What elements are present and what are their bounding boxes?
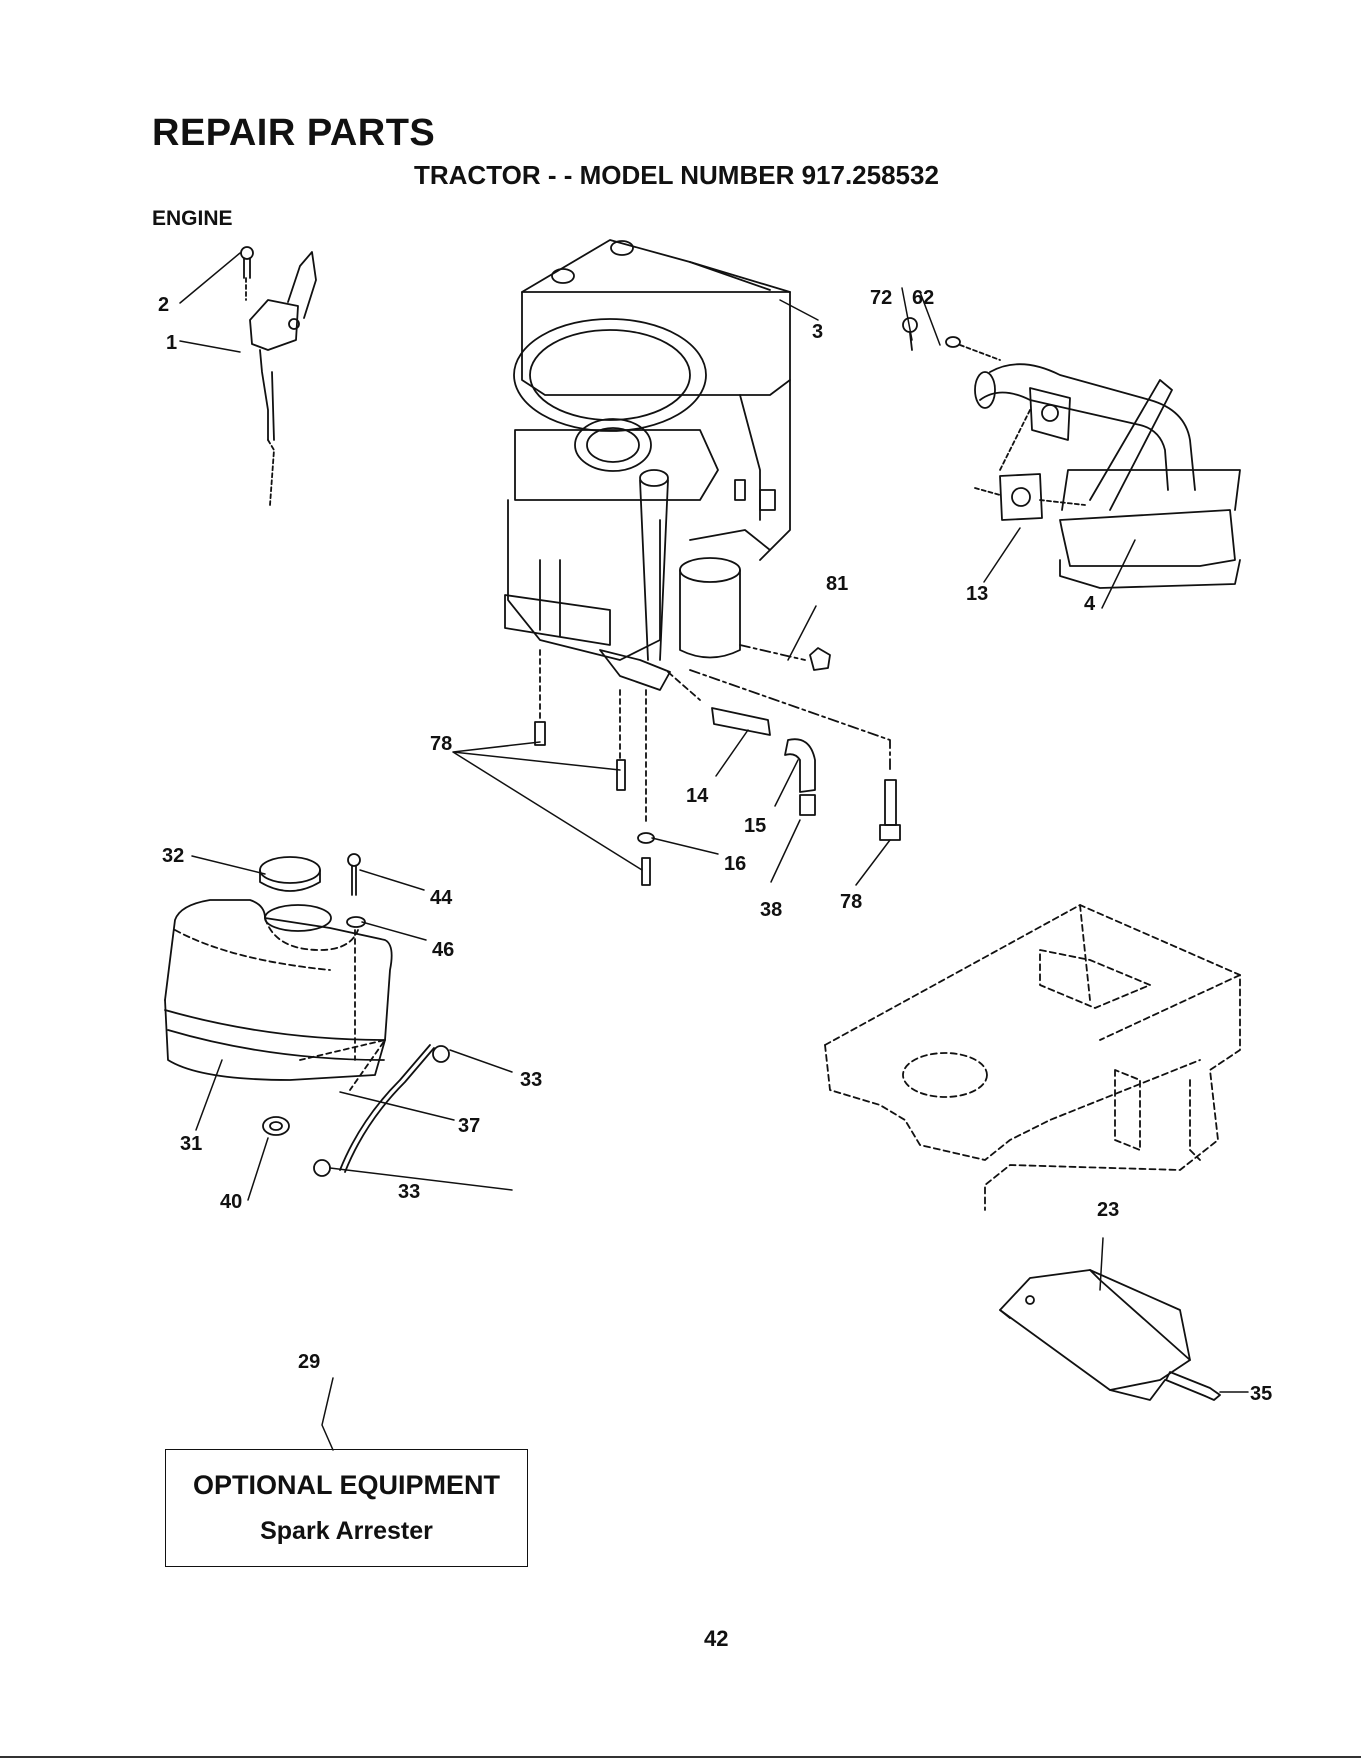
callout-14: 14 bbox=[686, 785, 709, 807]
callout-2: 2 bbox=[158, 294, 169, 316]
callout-29: 29 bbox=[298, 1351, 320, 1373]
callout-33-lower: 33 bbox=[398, 1181, 420, 1203]
callout-44: 44 bbox=[430, 887, 453, 909]
callout-62: 62 bbox=[912, 287, 934, 309]
optional-equipment-title: OPTIONAL EQUIPMENT bbox=[166, 1470, 527, 1501]
callout-31: 31 bbox=[180, 1133, 202, 1155]
callout-32: 32 bbox=[162, 845, 184, 867]
callout-1: 1 bbox=[166, 332, 177, 354]
callout-40: 40 bbox=[220, 1191, 242, 1213]
fuel-tank-drawing bbox=[165, 854, 449, 1176]
callout-labels: 1 2 3 4 13 14 15 16 23 29 31 32 33 33 35… bbox=[158, 287, 1272, 1405]
callout-38: 38 bbox=[760, 899, 782, 921]
callout-15: 15 bbox=[744, 815, 766, 837]
throttle-control-drawing bbox=[241, 247, 316, 505]
callout-23: 23 bbox=[1097, 1199, 1119, 1221]
callout-78-left: 78 bbox=[430, 733, 452, 755]
fastener-drawing bbox=[535, 645, 900, 885]
shield-drawing bbox=[1000, 1270, 1220, 1400]
optional-equipment-box: OPTIONAL EQUIPMENT Spark Arrester bbox=[165, 1449, 528, 1567]
callout-35: 35 bbox=[1250, 1383, 1272, 1405]
bottom-rule bbox=[0, 1756, 1361, 1758]
frame-drawing bbox=[825, 905, 1240, 1210]
callout-37: 37 bbox=[458, 1115, 480, 1137]
page-number: 42 bbox=[704, 1626, 728, 1652]
optional-equipment-item: Spark Arrester bbox=[166, 1517, 527, 1546]
callout-13: 13 bbox=[966, 583, 988, 605]
callout-4: 4 bbox=[1084, 593, 1096, 615]
callout-3: 3 bbox=[812, 321, 823, 343]
callout-81: 81 bbox=[826, 573, 848, 595]
callout-33-upper: 33 bbox=[520, 1069, 542, 1091]
callout-72: 72 bbox=[870, 287, 892, 309]
callout-16: 16 bbox=[724, 853, 746, 875]
engine-drawing bbox=[505, 240, 790, 690]
callout-46: 46 bbox=[432, 939, 454, 961]
muffler-drawing bbox=[903, 318, 1240, 588]
callout-78-right: 78 bbox=[840, 891, 862, 913]
